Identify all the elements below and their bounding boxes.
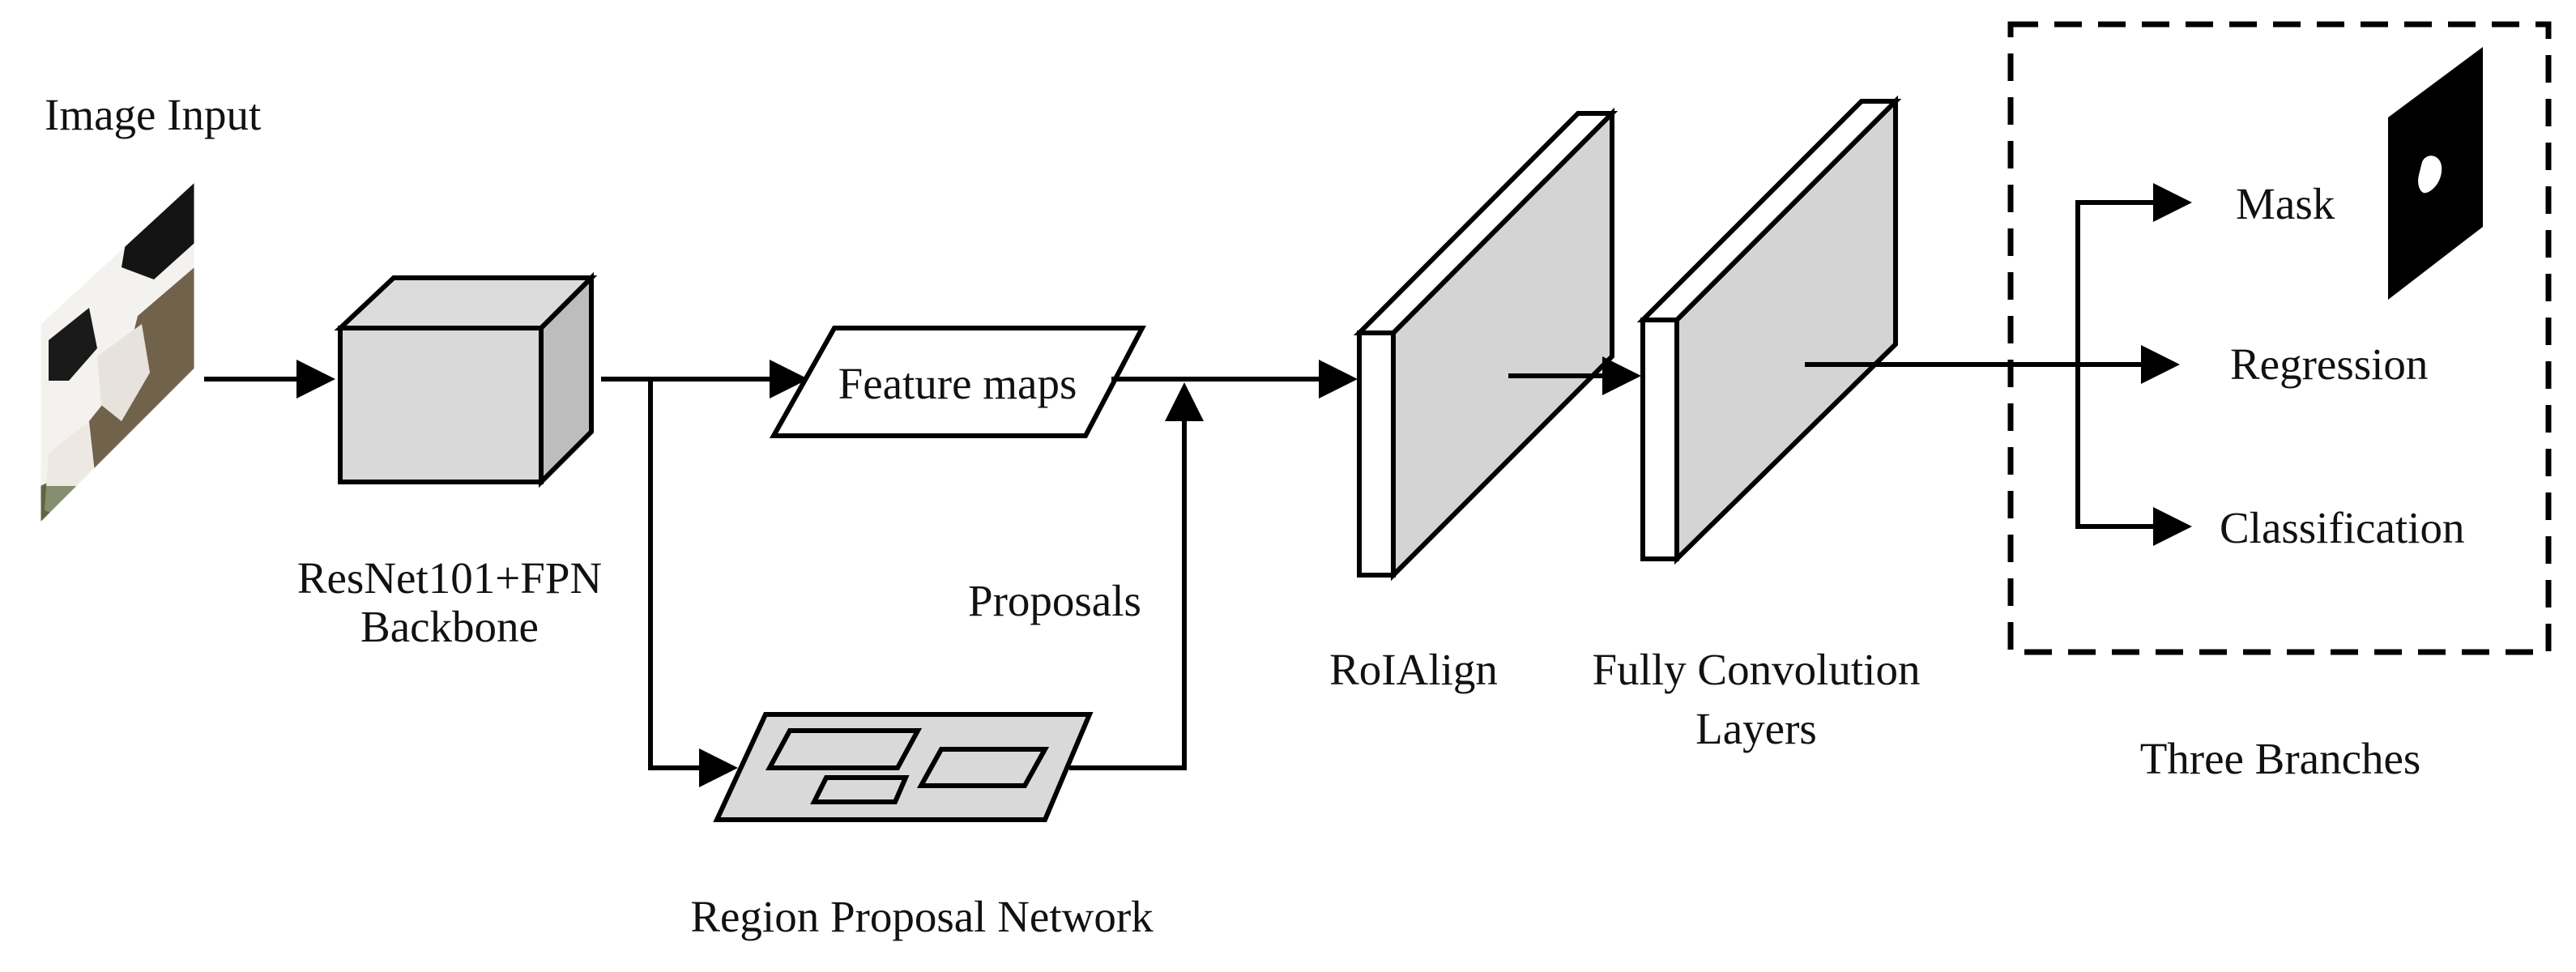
fcl-panel-icon	[1636, 95, 1902, 565]
rpn-region-box-2	[916, 747, 1050, 788]
roialign-panel-edge	[1357, 330, 1396, 578]
roialign-panel-face	[1391, 107, 1614, 582]
roialign-label: RoIAlign	[1329, 645, 1498, 694]
rpn-region-box-3	[810, 775, 910, 804]
mask-output-icon	[2388, 47, 2483, 300]
fcl-panel-edge	[1640, 318, 1679, 561]
backbone-label-line2: Backbone	[360, 602, 539, 651]
proposals-label: Proposals	[968, 576, 1141, 625]
arrow-rpn-to-roi	[1069, 382, 1204, 770]
feature-maps-label: Feature maps	[838, 359, 1077, 408]
arrow-to-mask	[2075, 183, 2192, 529]
backbone-cube-icon	[334, 271, 598, 488]
mask-output-blob	[2418, 156, 2442, 194]
backbone-cube-front	[338, 326, 544, 484]
mask-label: Mask	[2236, 179, 2335, 228]
roialign-panel-icon	[1353, 107, 1619, 582]
fcl-panel-face	[1674, 95, 1898, 565]
feature-maps-box	[769, 326, 1146, 438]
arrow-backbone-to-rpn	[648, 379, 738, 787]
backbone-label-line1: ResNet101+FPN	[297, 553, 602, 603]
three-branches-box	[2007, 21, 2552, 655]
fcl-label-line2: Layers	[1695, 704, 1817, 753]
image-input-label: Image Input	[45, 90, 261, 139]
rpn-region-box-1	[765, 728, 923, 770]
rpn-plate-icon	[713, 712, 1094, 822]
rpn-label: Region Proposal Network	[690, 892, 1154, 941]
classification-label: Classification	[2220, 503, 2464, 552]
image-input-frame	[40, 181, 195, 524]
regression-label: Regression	[2230, 339, 2428, 389]
cow-image-icon	[41, 182, 194, 522]
three-branches-label: Three Branches	[2140, 734, 2421, 783]
fcl-label-line1: Fully Convolution	[1593, 645, 1921, 694]
